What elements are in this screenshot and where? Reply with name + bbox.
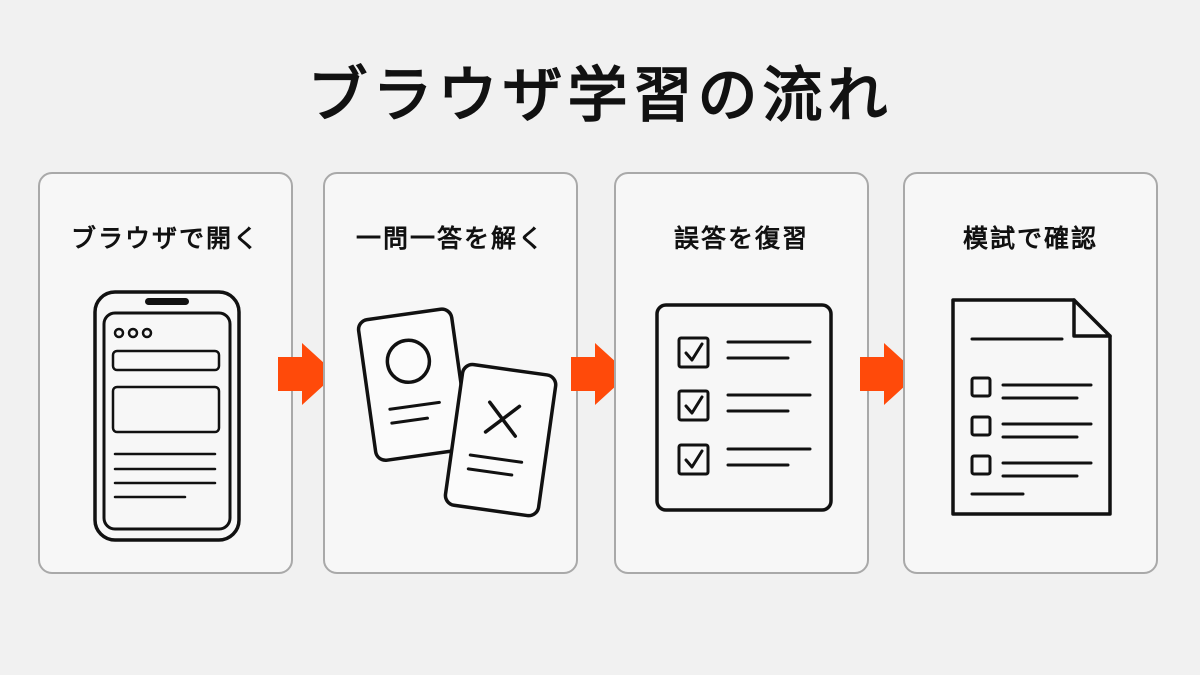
smartphone-browser-icon (93, 290, 241, 542)
right-arrow-icon (278, 343, 336, 405)
right-arrow-icon (571, 343, 629, 405)
step-card-mock-exam: 模試で確認 (903, 172, 1158, 574)
right-arrow-icon (860, 343, 918, 405)
step-title: 模試で確認 (962, 224, 1098, 253)
step-title: 誤答を復習 (673, 224, 809, 253)
page-title: ブラウザ学習の流れ (307, 61, 893, 131)
flashcards-circle-cross-icon (356, 307, 558, 518)
step-card-solve-questions: 一問一答を解く (323, 172, 578, 574)
exam-document-icon (951, 298, 1112, 516)
step-title: ブラウザで開く (70, 224, 260, 253)
checklist-icon (655, 303, 833, 512)
step-card-review-mistakes: 誤答を復習 (614, 172, 869, 574)
step-title: 一問一答を解く (355, 224, 545, 253)
step-card-open-browser: ブラウザで開く (38, 172, 293, 574)
